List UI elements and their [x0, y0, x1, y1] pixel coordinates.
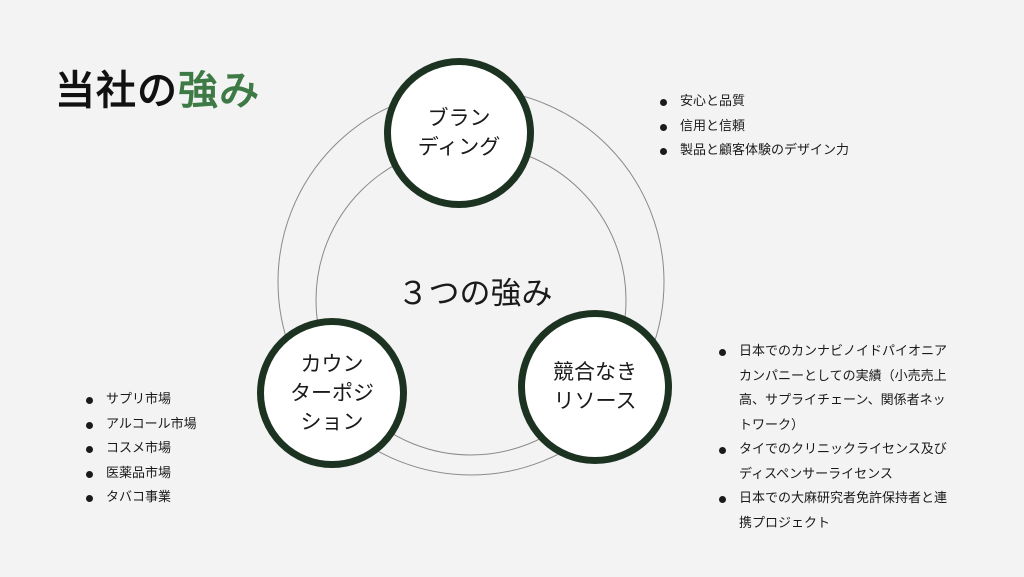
- node-branding-line2: ディング: [417, 135, 501, 159]
- node-resources-line2: リソース: [553, 389, 637, 413]
- node-branding-line1: ブラン: [427, 106, 491, 130]
- list-item-line: ディスペンサーライセンス: [739, 466, 893, 482]
- list-item-line: 日本での大麻研究者免許保持者と連: [739, 491, 948, 506]
- node-resources-line1: 競合なき: [553, 360, 637, 384]
- list-item-line: 日本でのカンナビノイドパイオニア: [739, 344, 948, 359]
- list-item: サプリ市場: [82, 388, 282, 413]
- center-label: ３つの強み: [397, 276, 553, 312]
- list-item-line: カンパニーとしての実績（小売売上: [739, 368, 947, 384]
- list-item: 日本での大麻研究者免許保持者と連 携プロジェクト: [715, 487, 995, 536]
- list-item-line: 携プロジェクト: [739, 515, 831, 531]
- list-item: 信用と信頼: [656, 115, 986, 140]
- node-positioning-line1: カウン: [300, 351, 364, 376]
- list-item: アルコール市場: [82, 413, 282, 438]
- list-item-line: 高、サプライチェーン、関係者ネッ: [739, 393, 946, 408]
- positioning-bullet-list: サプリ市場 アルコール市場 コスメ市場 医薬品市場 タバコ事業: [82, 388, 282, 511]
- node-branding: ブラン ディング: [384, 58, 534, 208]
- list-item: 製品と顧客体験のデザイン力: [656, 139, 986, 164]
- node-counter-positioning: カウン ターポジ ション: [257, 318, 407, 468]
- title-accent: 強み: [178, 68, 260, 114]
- list-item: タバコ事業: [82, 486, 282, 511]
- node-positioning-line3: ション: [300, 409, 364, 434]
- list-item: コスメ市場: [82, 437, 282, 462]
- list-item-line: トワーク）: [739, 417, 805, 433]
- list-item-line: タイでのクリニックライセンス及び: [739, 442, 947, 457]
- page-title: 当社の強み: [55, 58, 260, 116]
- node-unrivaled-resources: 競合なき リソース: [518, 310, 672, 464]
- list-item: 安心と品質: [656, 90, 986, 115]
- node-positioning-line2: ターポジ: [290, 380, 374, 405]
- resources-bullet-list: 日本でのカンナビノイドパイオニア カンパニーとしての実績（小売売上 高、サプライ…: [715, 340, 995, 536]
- branding-bullet-list: 安心と品質 信用と信頼 製品と顧客体験のデザイン力: [656, 90, 986, 164]
- list-item: タイでのクリニックライセンス及び ディスペンサーライセンス: [715, 438, 995, 487]
- list-item: 日本でのカンナビノイドパイオニア カンパニーとしての実績（小売売上 高、サプライ…: [715, 340, 995, 438]
- list-item: 医薬品市場: [82, 462, 282, 487]
- title-main: 当社の: [55, 68, 178, 114]
